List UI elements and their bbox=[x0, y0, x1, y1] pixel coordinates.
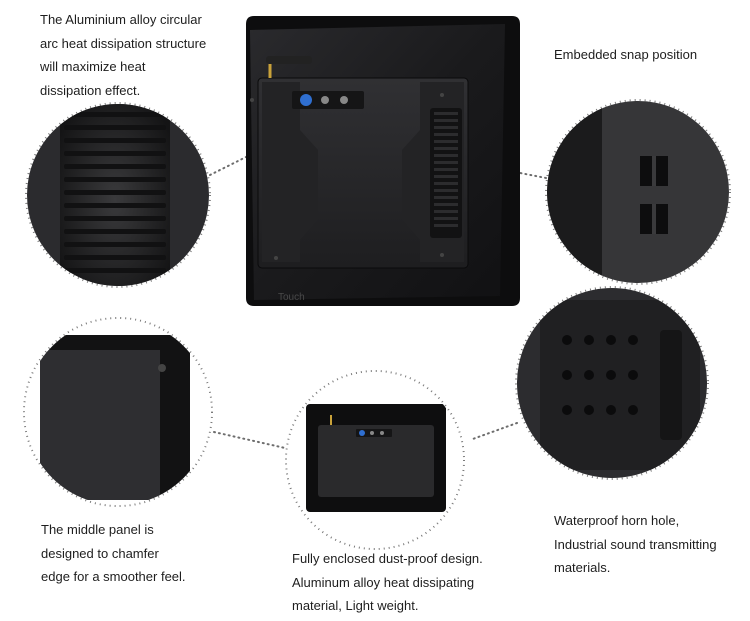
caption-line: Embedded snap position bbox=[554, 47, 698, 62]
caption-line: materials. bbox=[554, 560, 611, 575]
zoom-horn-holes bbox=[515, 286, 709, 480]
caption-line: Industrial sound transmitting bbox=[554, 536, 717, 552]
caption-line: will maximize heat bbox=[40, 59, 146, 74]
vent-slots bbox=[434, 112, 458, 227]
caption-horn-hole: Waterproof horn hole, Industrial sound t… bbox=[554, 509, 717, 580]
caption-heat-dissipation: The Aluminium alloy circular arc heat di… bbox=[40, 8, 206, 102]
caption-line: The middle panel is bbox=[41, 522, 154, 537]
caption-line: arc heat dissipation structure bbox=[40, 35, 207, 51]
zoom-mini-device bbox=[285, 370, 465, 550]
caption-line: Fully enclosed dust-proof design. bbox=[292, 551, 483, 566]
caption-line: The Aluminium alloy circular bbox=[40, 12, 202, 27]
zoom-chamfer-edge bbox=[23, 317, 213, 507]
zoom-heat-fins bbox=[25, 102, 211, 288]
caption-snap-position: Embedded snap position bbox=[554, 43, 697, 67]
main-device: Touch bbox=[246, 16, 520, 306]
caption-line: designed to chamfer bbox=[41, 545, 159, 561]
caption-line: dissipation effect. bbox=[40, 82, 141, 98]
caption-line: material, Light weight. bbox=[292, 598, 419, 613]
caption-line: edge for a smoother feel. bbox=[41, 569, 186, 584]
caption-middle-panel: The middle panel is designed to chamfer … bbox=[41, 518, 186, 589]
caption-dust-proof: Fully enclosed dust-proof design. Alumin… bbox=[292, 547, 483, 618]
zoom-snap-position bbox=[545, 99, 731, 285]
caption-line: Aluminum alloy heat dissipating bbox=[292, 574, 475, 590]
watermark-text: Touch bbox=[278, 292, 305, 303]
caption-line: Waterproof horn hole, bbox=[554, 513, 680, 528]
power-button bbox=[300, 94, 312, 106]
